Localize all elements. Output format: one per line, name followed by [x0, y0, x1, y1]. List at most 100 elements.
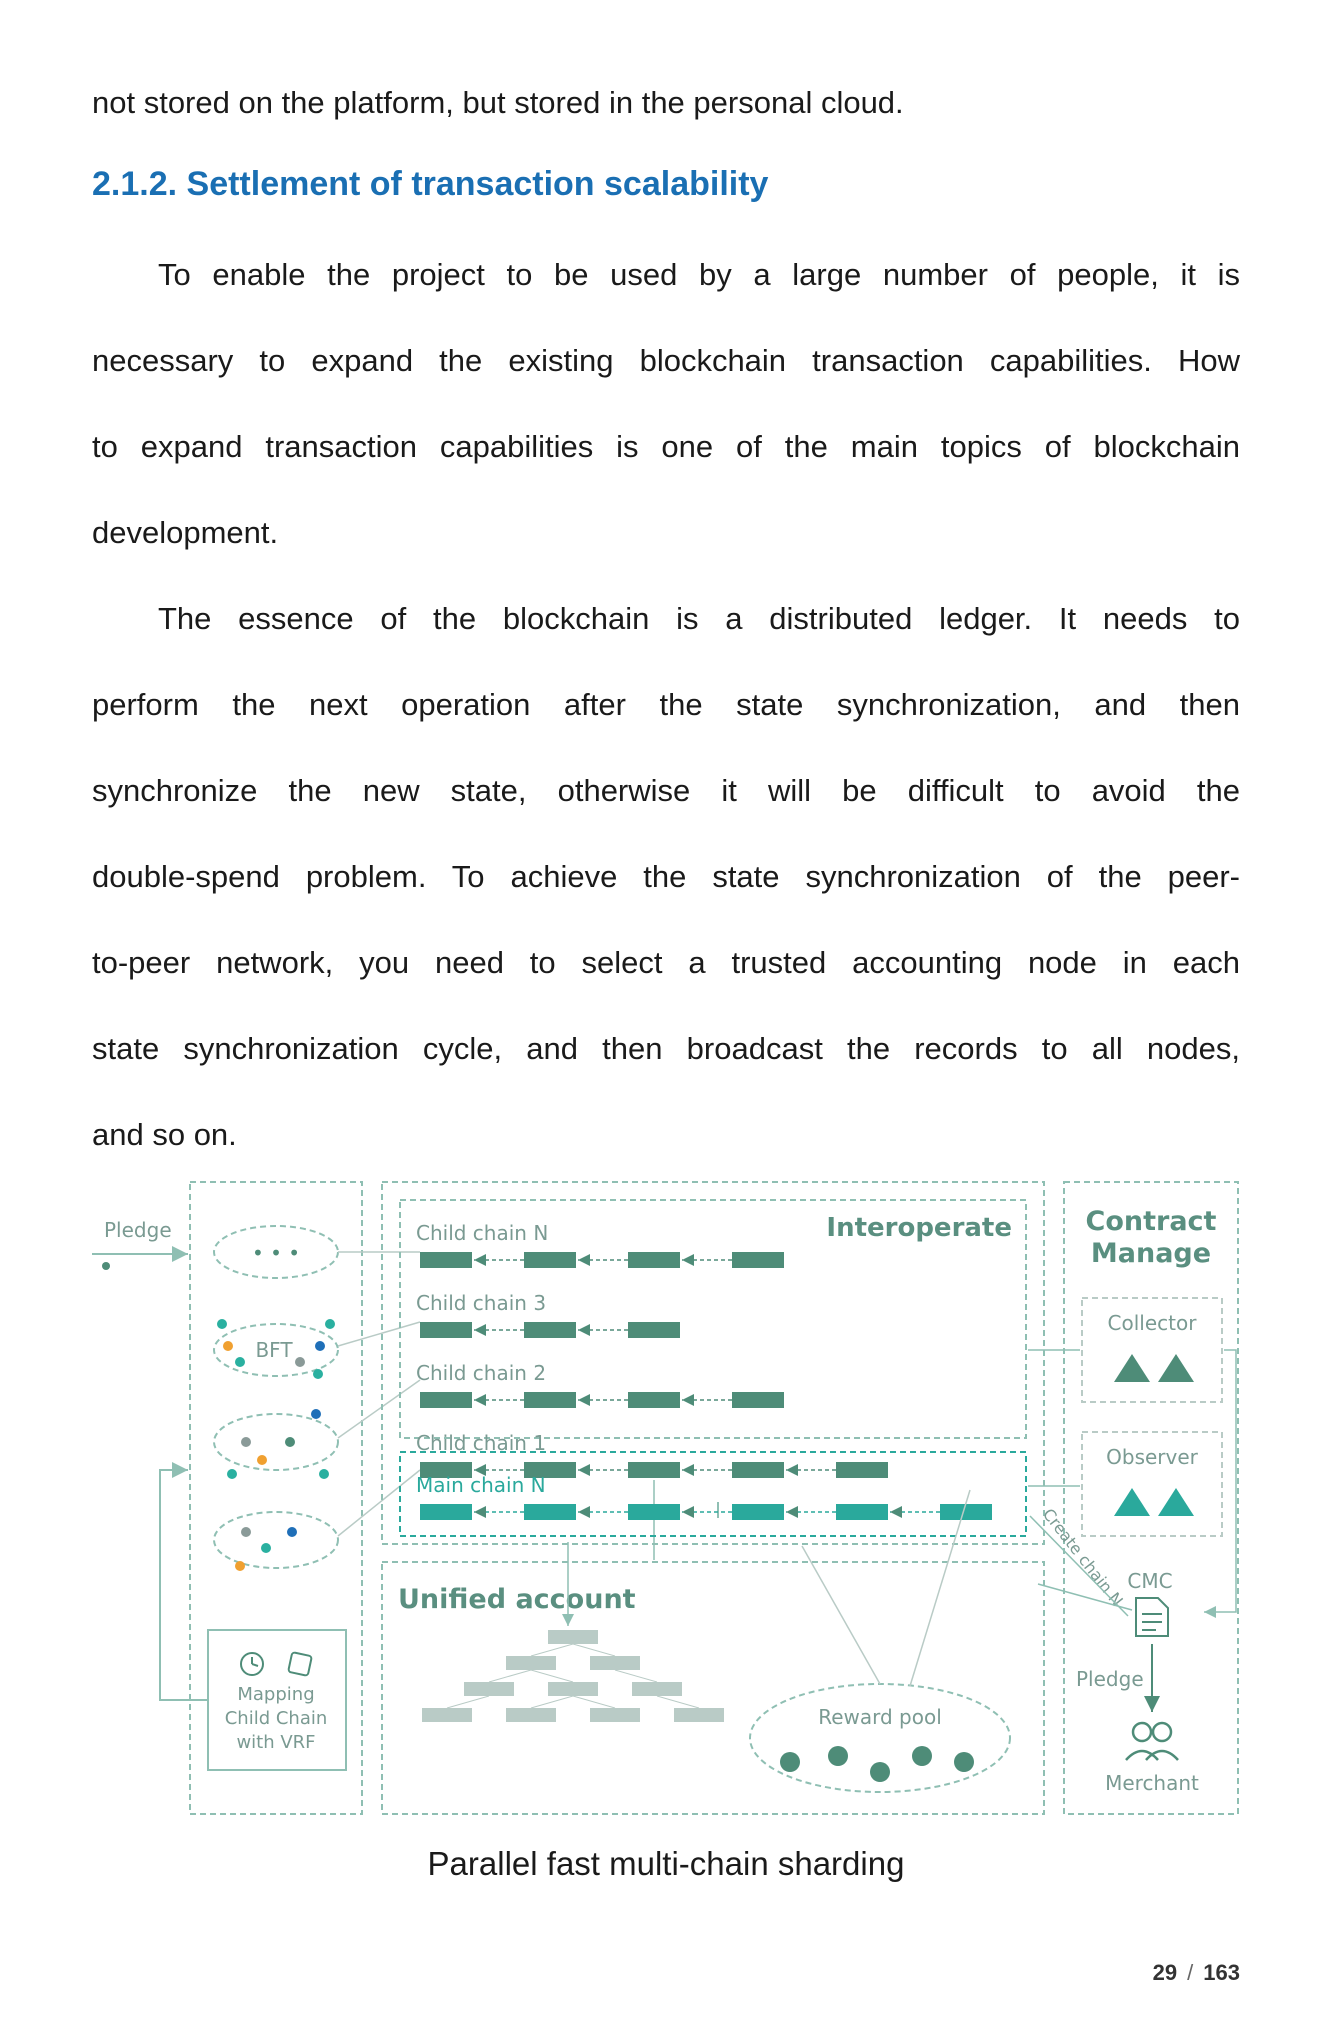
account-tree-links: [446, 1643, 700, 1709]
mapping-line-3: with VRF: [236, 1732, 315, 1753]
node-dot: [235, 1357, 245, 1367]
para1-line-3: to expand transaction capabilities is on…: [92, 429, 1240, 464]
create-chain-label: Create chain N: [1039, 1505, 1127, 1610]
para2-line-6: state synchronization cycle, and then br…: [92, 1031, 1240, 1066]
node-dot: [217, 1319, 227, 1329]
child-chain-1-blocks: [420, 1462, 888, 1478]
diagram-shape: [632, 1682, 682, 1696]
clock-hand: [251, 1663, 259, 1667]
diagram-shape: [548, 1682, 598, 1696]
diagram-shape: [488, 1669, 532, 1683]
document-icon: [1135, 1597, 1169, 1637]
diagram-shape: [870, 1762, 890, 1782]
diagram-shape: [1151, 1721, 1173, 1743]
triangle-icon: [1114, 1488, 1150, 1516]
reward-link: [801, 1545, 881, 1685]
para2-line-3: synchronize the new state, otherwise it …: [92, 773, 1240, 808]
diagram-shape: [530, 1669, 574, 1683]
collector-box: [1081, 1297, 1223, 1403]
block: [420, 1322, 472, 1338]
node-dot: [241, 1437, 251, 1447]
connector-line: [337, 1321, 421, 1347]
node-group-bft: [213, 1323, 339, 1377]
child-chains-box: [399, 1199, 1027, 1439]
merchant-label: Merchant: [1105, 1771, 1199, 1795]
para1-line-2: necessary to expand the existing blockch…: [92, 343, 1240, 378]
create-chain-line: [1029, 1515, 1129, 1617]
interoperate-label: Interoperate: [826, 1213, 1012, 1243]
page-current: 29: [1152, 1960, 1178, 1985]
dice-icon: [287, 1651, 313, 1677]
section-heading: 2.1.2. Settlement of transaction scalabi…: [92, 165, 769, 203]
block: [420, 1462, 472, 1478]
block: [628, 1392, 680, 1408]
node-dot: [325, 1319, 335, 1329]
pledge-left-label: Pledge: [104, 1218, 172, 1242]
block: [628, 1504, 680, 1520]
node-dot: [285, 1437, 295, 1447]
block: [524, 1322, 576, 1338]
diagram-shape: [506, 1656, 556, 1670]
block: [420, 1252, 472, 1268]
node-dot: [257, 1455, 267, 1465]
diagram-shape: [572, 1695, 616, 1709]
diagram-shape: [506, 1708, 556, 1722]
block: [836, 1504, 888, 1520]
para2-line-2: perform the next operation after the sta…: [92, 687, 1240, 722]
node-dot: [235, 1561, 245, 1571]
diagram-shape: [446, 1695, 490, 1709]
observer-box: [1081, 1431, 1223, 1537]
observer-label: Observer: [1106, 1445, 1199, 1469]
node-dot: [287, 1527, 297, 1537]
para2-line-5: to-peer network, you need to select a tr…: [92, 945, 1240, 980]
diagram-shape: [912, 1746, 932, 1766]
node-dot: [315, 1341, 325, 1351]
mapping-line-2: Child Chain: [225, 1708, 328, 1729]
sharding-diagram: Pledge • • • BFT Mapping Child Chain wit…: [92, 1181, 1239, 1815]
node-group-4: [213, 1511, 339, 1569]
diagram-shape: [572, 1643, 616, 1657]
diagram-shape: [530, 1695, 574, 1709]
child-chain-n-blocks: [420, 1252, 784, 1268]
collector-cmc-link: [1204, 1349, 1237, 1618]
block: [836, 1462, 888, 1478]
diagram-shape: [780, 1752, 800, 1772]
block: [940, 1504, 992, 1520]
diagram-shape: [1145, 1749, 1179, 1761]
block: [732, 1462, 784, 1478]
contract-manage-line-2: Manage: [1091, 1238, 1211, 1269]
diagram-shape: [828, 1746, 848, 1766]
node-dot: [223, 1341, 233, 1351]
chains-panel: [381, 1181, 1045, 1545]
connector-line: [337, 1379, 421, 1439]
block: [628, 1462, 680, 1478]
main-chain-blocks: [420, 1504, 992, 1520]
child-chain-2-blocks: [420, 1392, 784, 1408]
para2-line-4: double-spend problem. To achieve the sta…: [92, 859, 1240, 894]
unified-account-panel: [381, 1561, 1045, 1815]
block: [628, 1252, 680, 1268]
block: [420, 1392, 472, 1408]
pledge-right-label: Pledge: [1076, 1667, 1144, 1691]
node-dot: [261, 1543, 271, 1553]
contract-panel: [1063, 1181, 1239, 1815]
triangle-icon: [1158, 1354, 1194, 1382]
diagram-shape: [464, 1682, 514, 1696]
diagram-shape: [590, 1656, 640, 1670]
pledge-dot: [102, 1262, 110, 1270]
block: [524, 1504, 576, 1520]
diagram-shape: [656, 1695, 700, 1709]
mapping-line-1: Mapping: [237, 1684, 314, 1705]
cmc-label: CMC: [1127, 1569, 1172, 1593]
block: [732, 1504, 784, 1520]
para1-line-4: development.: [92, 515, 279, 550]
main-chain-box: [399, 1451, 1027, 1537]
triangle-icon: [1114, 1354, 1150, 1382]
merchant-icon: [1125, 1721, 1179, 1761]
child-chain-n-label: Child chain N: [416, 1221, 548, 1245]
block: [732, 1392, 784, 1408]
block: [524, 1392, 576, 1408]
reward-pool-label: Reward pool: [818, 1705, 942, 1729]
triangle-icon: [1158, 1488, 1194, 1516]
collector-label: Collector: [1108, 1311, 1198, 1335]
